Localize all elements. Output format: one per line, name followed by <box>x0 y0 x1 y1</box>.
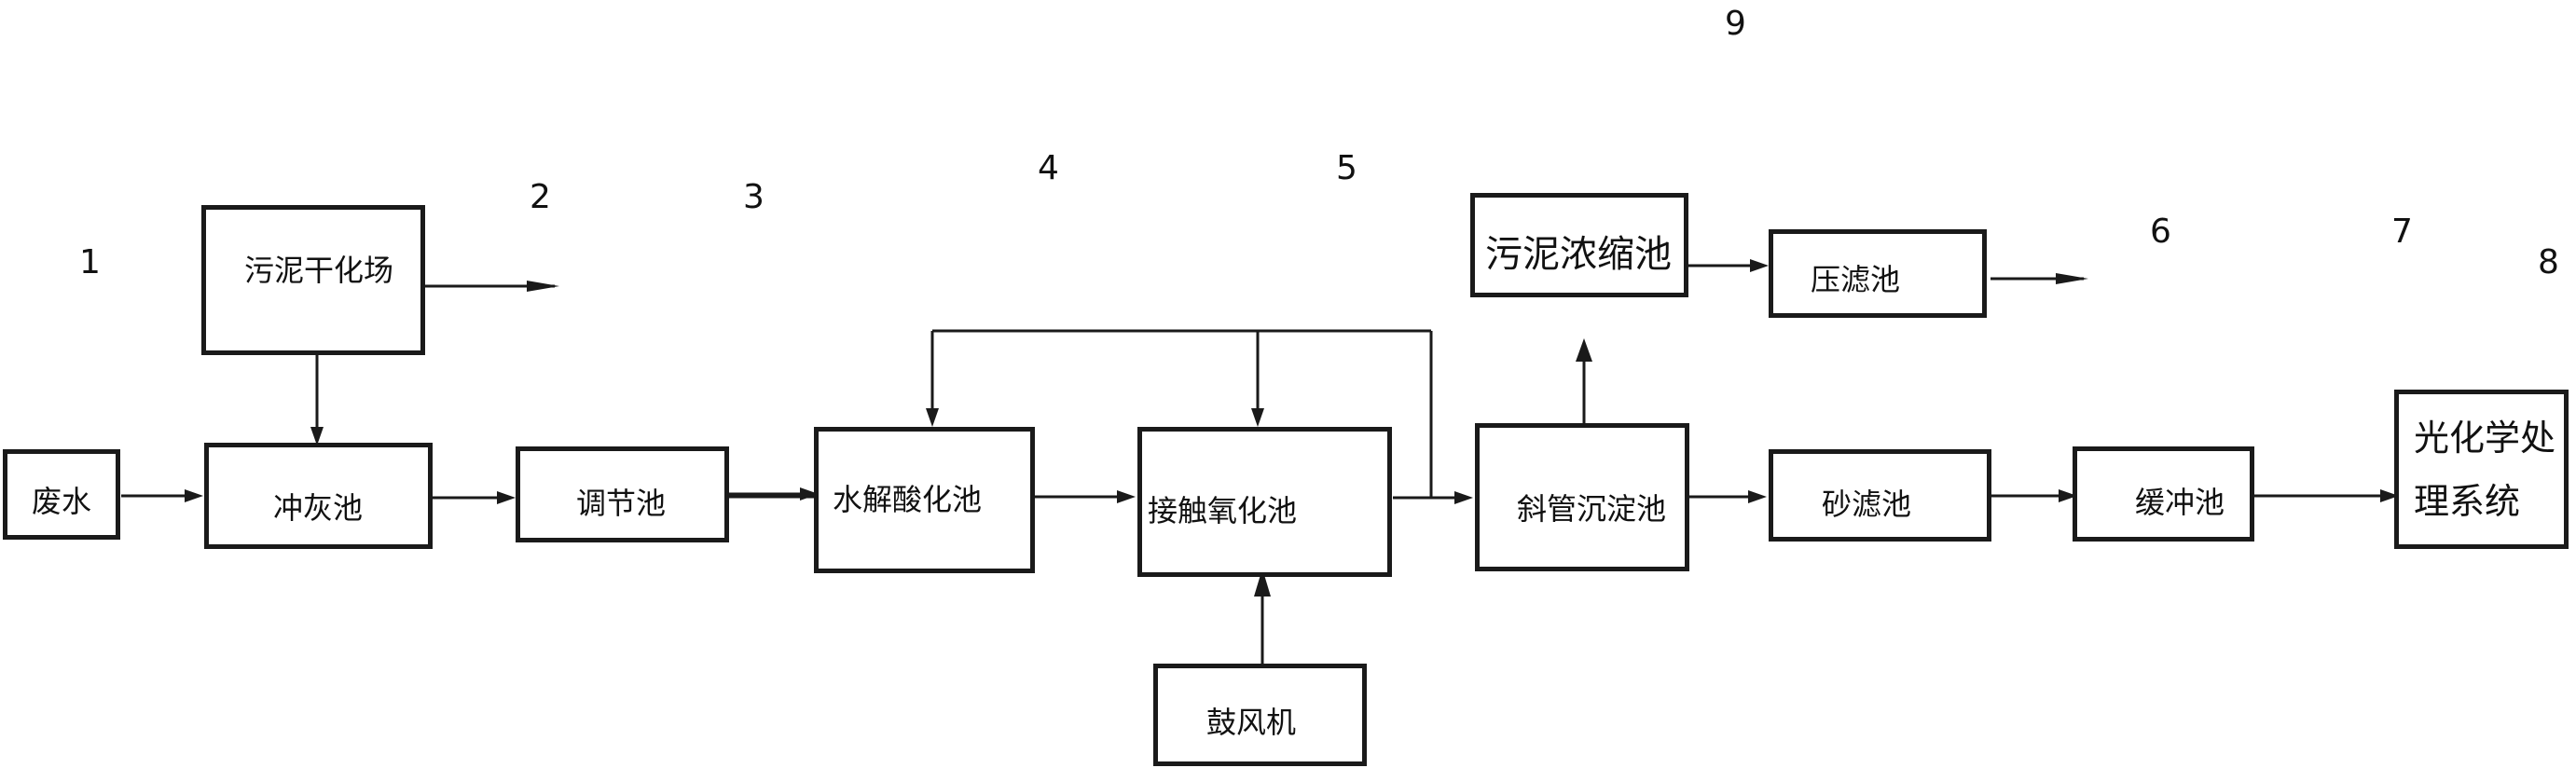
box-photocatalytic-system: 光化学处 理系统 <box>2394 390 2569 549</box>
leader-line-4 <box>1037 187 1231 459</box>
callout-number-8: 8 <box>2538 243 2559 281</box>
box-sand-filter-pool: 砂滤池 <box>1769 449 1991 542</box>
arrowhead <box>1454 491 1473 504</box>
label-sludge-drying-yard: 污泥干化场 <box>244 253 394 288</box>
box-sludge-thickening-pool: 污泥浓缩池 <box>1470 193 1688 297</box>
label-filter-press-pool: 压滤池 <box>1811 262 1901 297</box>
label-photocatalytic-system-line2: 理系统 <box>2414 481 2521 522</box>
label-ash-flush-pool: 冲灰池 <box>273 490 364 526</box>
label-hydrolysis-acidification-pool: 水解酸化池 <box>833 482 983 517</box>
arrowhead <box>1251 408 1264 427</box>
callout-number-2: 2 <box>530 178 551 216</box>
arrowhead <box>2056 273 2088 284</box>
label-sludge-thickening-pool: 污泥浓缩池 <box>1485 233 1672 276</box>
arrowhead <box>926 408 939 427</box>
box-regulating-pool: 调节池 <box>516 446 729 542</box>
arrowhead <box>185 489 203 502</box>
arrowhead <box>2380 489 2399 502</box>
label-photocatalytic-system-line1: 光化学处 <box>2414 418 2556 459</box>
callout-number-9: 9 <box>1725 5 1746 43</box>
label-blower: 鼓风机 <box>1206 705 1297 740</box>
box-filter-press-pool: 压滤池 <box>1769 229 1987 318</box>
arrowhead <box>1117 490 1136 503</box>
callout-number-1: 1 <box>79 243 101 281</box>
arrowhead <box>1576 338 1592 362</box>
label-regulating-pool: 调节池 <box>576 486 667 521</box>
callout-number-5: 5 <box>1336 149 1357 187</box>
box-contact-oxidation-pool: 接触氧化池 <box>1137 427 1392 577</box>
box-ash-flush-pool: 冲灰池 <box>204 443 433 549</box>
label-waste-water: 废水 <box>32 484 92 519</box>
callout-number-3: 3 <box>743 178 765 216</box>
box-buffer-pool: 缓冲池 <box>2073 446 2254 542</box>
arrowhead <box>1748 490 1767 503</box>
arrowhead <box>310 427 324 446</box>
arrowhead <box>2059 489 2077 502</box>
label-buffer-pool: 缓冲池 <box>2135 485 2225 520</box>
arrowhead <box>527 281 559 292</box>
box-blower: 鼓风机 <box>1153 664 1367 766</box>
callout-number-4: 4 <box>1038 149 1059 187</box>
box-inclined-tube-settling-pool: 斜管沉淀池 <box>1475 423 1689 571</box>
label-inclined-tube-settling-pool: 斜管沉淀池 <box>1517 491 1667 527</box>
box-waste-water: 废水 <box>3 449 120 540</box>
arrowhead <box>1254 569 1271 597</box>
box-sludge-drying-yard: 污泥干化场 <box>201 205 425 355</box>
leader-line-2 <box>539 217 713 469</box>
box-hydrolysis-acidification-pool: 水解酸化池 <box>814 427 1035 573</box>
leader-line-3 <box>741 217 895 459</box>
label-sand-filter-pool: 砂滤池 <box>1822 487 1912 522</box>
arrowhead <box>1750 259 1769 272</box>
callout-number-6: 6 <box>2150 213 2171 251</box>
arrowhead <box>800 487 819 501</box>
arrowhead <box>497 491 516 504</box>
label-contact-oxidation-pool: 接触氧化池 <box>1148 493 1298 528</box>
callout-number-7: 7 <box>2391 213 2413 251</box>
